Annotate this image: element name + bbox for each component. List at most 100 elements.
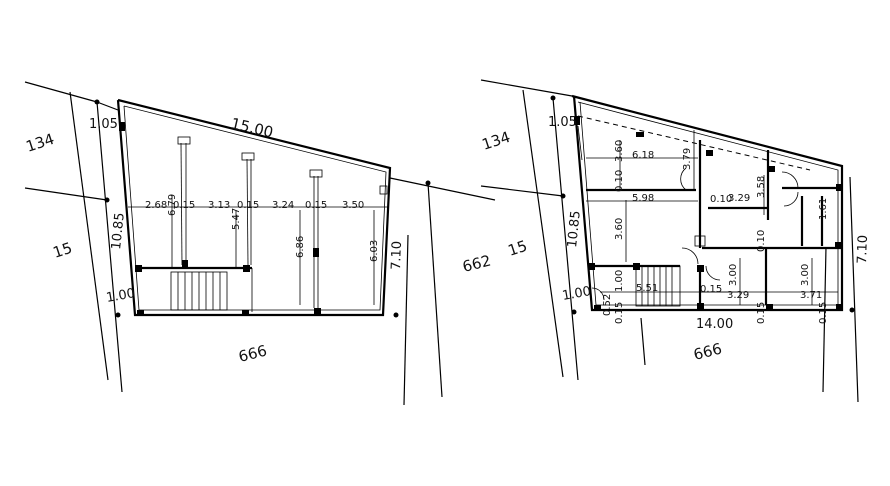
small-box bbox=[379, 185, 388, 195]
dim-label: 0.15 bbox=[237, 200, 259, 211]
survey-point bbox=[849, 307, 855, 313]
dim-label: 5.47 bbox=[231, 208, 242, 230]
boundary-line bbox=[640, 317, 646, 366]
inner-wall-line bbox=[123, 105, 387, 311]
right-plan: 1.05 10.85 1.00 7.10 14.00 134 15 666 6.… bbox=[480, 79, 871, 403]
dim-label: 6.86 bbox=[295, 236, 306, 258]
column bbox=[594, 305, 601, 311]
door-swing bbox=[705, 265, 721, 281]
dim-label: 3.24 bbox=[272, 200, 294, 211]
dim-label: 0.15 bbox=[173, 200, 195, 211]
dim-label: 5.98 bbox=[632, 193, 654, 204]
dim-label: 3.29 bbox=[727, 290, 749, 301]
boundary-line bbox=[552, 97, 579, 381]
dim-label: 0.10 bbox=[614, 170, 625, 192]
column bbox=[314, 308, 321, 315]
survey-point bbox=[425, 180, 431, 186]
door-swing bbox=[680, 167, 687, 191]
dim-label: 6.18 bbox=[632, 150, 654, 161]
boundary-line bbox=[389, 177, 496, 201]
wall-line bbox=[577, 125, 583, 161]
boundary-line bbox=[427, 182, 443, 398]
left-bottom-label: 1.00 bbox=[561, 284, 592, 304]
neighbor-label: 666 bbox=[692, 339, 724, 363]
staircase bbox=[170, 271, 228, 311]
column bbox=[313, 248, 319, 257]
dim-label: 2.68 bbox=[145, 200, 167, 211]
dim-label: 3.00 bbox=[800, 264, 811, 286]
right-depth-label: 7.10 bbox=[389, 241, 405, 270]
pier-cap bbox=[241, 152, 255, 161]
left-offset-label: 1.05 bbox=[548, 115, 577, 130]
boundary-line bbox=[96, 101, 123, 393]
survey-point bbox=[94, 99, 100, 105]
survey-point bbox=[560, 193, 566, 199]
column bbox=[636, 132, 644, 137]
column bbox=[242, 310, 249, 316]
plot-width-label: 15.00 bbox=[229, 114, 275, 141]
column bbox=[135, 265, 142, 272]
column bbox=[697, 303, 704, 310]
pier-cap bbox=[309, 169, 323, 178]
boundary-line bbox=[24, 187, 108, 201]
left-plan: 15.00 1.05 10.85 1.00 7.10 134 15 662 66… bbox=[24, 81, 496, 406]
dim-label: 0.10 bbox=[756, 230, 767, 252]
dim-label: 3.79 bbox=[682, 148, 693, 170]
boundary-line bbox=[96, 101, 119, 111]
neighbor-label: 662 bbox=[461, 251, 493, 275]
survey-point bbox=[115, 312, 121, 318]
column bbox=[574, 116, 580, 125]
column bbox=[836, 184, 842, 191]
boundary-line bbox=[403, 234, 409, 406]
column bbox=[706, 150, 713, 156]
neighbor-label: 15 bbox=[51, 239, 75, 262]
dim-label: 3.60 bbox=[614, 218, 625, 240]
dim-label: 6.79 bbox=[167, 194, 178, 216]
dim-label: 3.58 bbox=[756, 176, 767, 198]
dim-label: 3.29 bbox=[728, 193, 750, 204]
pier-line bbox=[246, 158, 249, 266]
left-depth-label: 10.85 bbox=[565, 210, 584, 249]
right-depth-label: 7.10 bbox=[855, 235, 871, 264]
dim-label: 3.00 bbox=[728, 264, 739, 286]
column bbox=[137, 310, 144, 316]
bottom-width-label: 14.00 bbox=[696, 317, 733, 332]
column bbox=[768, 166, 775, 172]
column bbox=[633, 263, 640, 270]
door-swing bbox=[781, 171, 799, 189]
dim-label: 0.15 bbox=[756, 302, 767, 324]
dim-label: 0.15 bbox=[614, 302, 625, 324]
door-swing bbox=[681, 247, 699, 265]
staircase bbox=[635, 265, 681, 307]
left-offset-label: 1.05 bbox=[89, 117, 118, 132]
column bbox=[697, 265, 704, 272]
neighbor-label: 15 bbox=[506, 237, 530, 260]
boundary-line bbox=[69, 91, 109, 381]
neighbor-label: 134 bbox=[24, 130, 57, 156]
boundary-line bbox=[480, 185, 564, 197]
survey-point bbox=[571, 309, 577, 315]
dim-label: 1.00 bbox=[614, 270, 625, 292]
door-swing bbox=[783, 191, 799, 207]
dim-label: 5.51 bbox=[636, 283, 658, 294]
dim-label: 3.13 bbox=[208, 200, 230, 211]
boundary-line bbox=[522, 89, 564, 378]
survey-point bbox=[550, 95, 556, 101]
outer-wall bbox=[116, 98, 392, 317]
pier-cap bbox=[177, 136, 191, 145]
column bbox=[119, 122, 125, 131]
dim-label: 0.15 bbox=[700, 284, 722, 295]
dim-label: 0.10 bbox=[710, 194, 732, 205]
column bbox=[766, 304, 773, 310]
door-swing bbox=[591, 287, 605, 301]
dim-label: 0.52 bbox=[602, 294, 613, 316]
survey-point bbox=[393, 312, 399, 318]
column bbox=[182, 260, 188, 269]
dim-label: 0.15 bbox=[818, 302, 829, 324]
boundary-line bbox=[849, 176, 859, 403]
left-bottom-label: 1.00 bbox=[105, 286, 136, 306]
neighbor-label: 666 bbox=[237, 341, 269, 365]
dim-label: 3.60 bbox=[614, 140, 625, 162]
dim-label: 0.15 bbox=[305, 200, 327, 211]
